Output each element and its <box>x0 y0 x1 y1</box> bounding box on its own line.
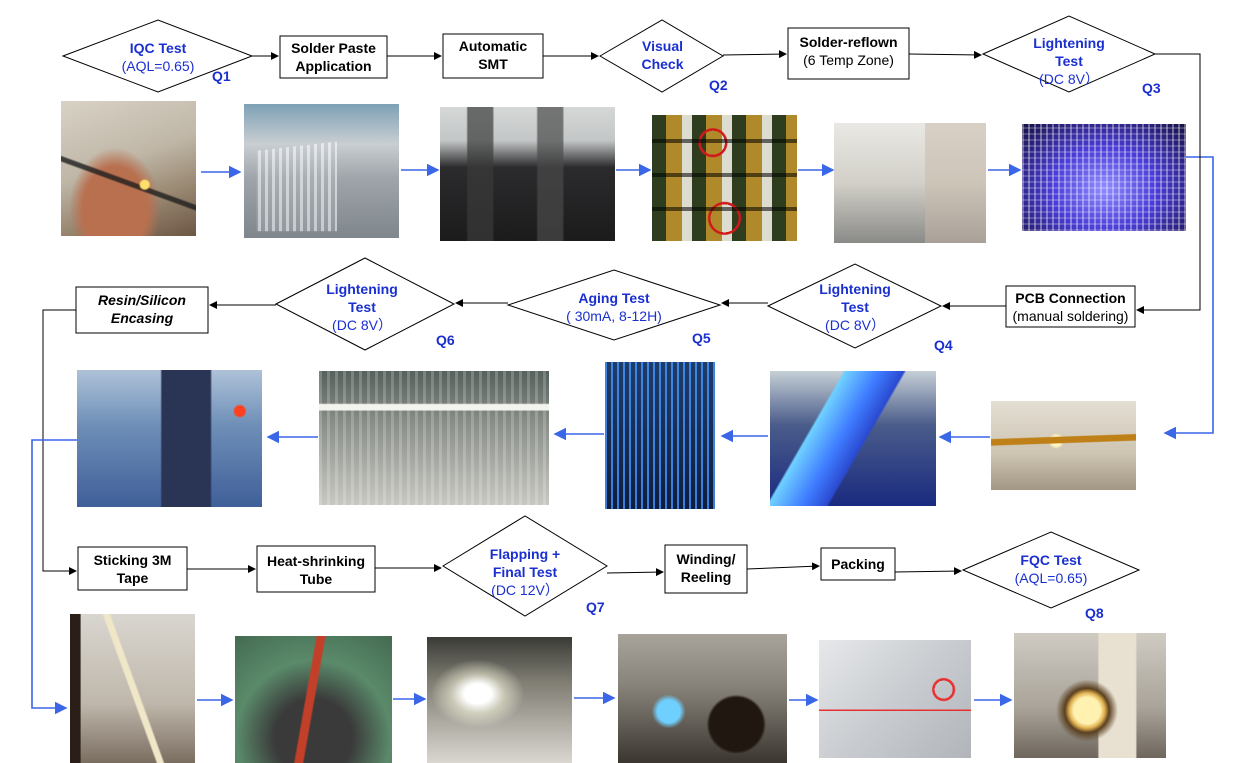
q4-label: Q4 <box>934 337 953 353</box>
photo-manual-soldering <box>991 401 1136 490</box>
label-pcb: PCB Connection (manual soldering) <box>1006 289 1135 325</box>
q2-label: Q2 <box>709 77 728 93</box>
tape-l2: Tape <box>116 570 149 586</box>
iqc-title: IQC Test <box>129 40 187 56</box>
light4-l2: Test <box>841 299 869 315</box>
photo-solder-paste-machine <box>244 104 399 238</box>
light3-l2: Test <box>1055 53 1083 69</box>
photo-lightening-strips <box>770 371 936 506</box>
wind-l1: Winding/ <box>676 551 736 567</box>
resin-l1: Resin/Silicon <box>98 292 186 308</box>
heat-l2: Tube <box>299 571 333 587</box>
photo-heat-shrink <box>235 636 392 763</box>
label-smt: Automatic SMT <box>443 37 543 73</box>
solder-paste-l2: Application <box>295 58 372 74</box>
light6-l1: Lightening <box>326 281 398 297</box>
diamond-flap <box>442 515 608 617</box>
pack-l1: Packing <box>831 556 885 572</box>
photo-encasing-machine <box>77 370 262 507</box>
box-tape <box>77 546 188 591</box>
flap-l3: (DC 12V） <box>491 582 559 598</box>
label-solder-paste: Solder Paste Application <box>280 39 387 75</box>
light3-l3: (DC 8V） <box>1039 71 1099 87</box>
diamond-fqc <box>961 531 1141 609</box>
box-pcb <box>1005 285 1136 328</box>
diamond-visual <box>599 19 724 93</box>
photo-reflow-oven <box>834 123 986 243</box>
photo-aging-rack <box>605 362 715 509</box>
wind-l2: Reeling <box>680 569 732 585</box>
aging-l1: Aging Test <box>578 290 650 306</box>
label-resin: Resin/Silicon Encasing <box>76 291 208 327</box>
photo-tape-sticking <box>70 614 195 763</box>
label-light4: Lightening Test (DC 8V） <box>800 280 910 334</box>
q8-label: Q8 <box>1085 605 1104 621</box>
label-reflow: Solder-reflown (6 Temp Zone) <box>788 33 909 69</box>
box-smt <box>442 33 544 79</box>
label-iqc: IQC Test (AQL=0.65) <box>103 39 213 75</box>
resin-l2: Encasing <box>110 310 174 326</box>
diamond-aging <box>506 269 722 341</box>
visual-l1: Visual <box>642 38 683 54</box>
photo-reeling <box>618 634 787 763</box>
label-aging: Aging Test ( 30mA, 8-12H) <box>544 289 684 325</box>
label-visual: Visual Check <box>615 37 710 73</box>
smt-l1: Automatic <box>458 38 528 54</box>
box-resin <box>75 286 209 334</box>
aging-l2: ( 30mA, 8-12H) <box>566 308 662 324</box>
smt-l2: SMT <box>478 56 508 72</box>
flap-l1: Flapping + <box>489 546 561 562</box>
q6-label: Q6 <box>436 332 455 348</box>
iqc-sub: (AQL=0.65) <box>121 58 195 74</box>
label-light6: Lightening Test (DC 8V） <box>307 280 417 334</box>
q1-label: Q1 <box>212 68 231 84</box>
solder-paste-l1: Solder Paste <box>291 40 376 56</box>
photo-smt-machine <box>440 107 615 241</box>
fqc-l2: (AQL=0.65) <box>1014 570 1088 586</box>
label-light3: Lightening Test (DC 8V） <box>1014 34 1124 88</box>
q3-label: Q3 <box>1142 80 1161 96</box>
box-heat <box>256 545 376 593</box>
fqc-l1: FQC Test <box>1020 552 1082 568</box>
light6-l3: (DC 8V） <box>332 317 392 333</box>
photo-packing-bag <box>819 640 971 758</box>
reflow-l1: Solder-reflown <box>799 34 898 50</box>
label-wind: Winding/ Reeling <box>665 550 747 586</box>
label-fqc: FQC Test (AQL=0.65) <box>996 551 1106 587</box>
heat-l1: Heat-shrinking <box>266 553 365 569</box>
label-pack: Packing <box>821 555 895 573</box>
pcb-l2: (manual soldering) <box>1012 308 1129 324</box>
photo-iqc-probing <box>61 101 196 236</box>
light6-l2: Test <box>348 299 376 315</box>
label-flap: Flapping + Final Test (DC 12V） <box>470 545 580 599</box>
photo-final-test <box>427 637 572 763</box>
box-pack <box>820 547 896 581</box>
pcb-l1: PCB Connection <box>1015 290 1126 306</box>
photo-lightening-bench <box>319 371 549 505</box>
box-solder-paste <box>279 35 388 79</box>
q7-label: Q7 <box>586 599 605 615</box>
photo-visual-check-closeup <box>652 115 797 241</box>
photo-lightening-blue-panel <box>1022 124 1186 231</box>
label-heat: Heat-shrinking Tube <box>257 552 375 588</box>
q5-label: Q5 <box>692 330 711 346</box>
label-tape: Sticking 3M Tape <box>78 551 187 587</box>
photo-fqc-test <box>1014 633 1166 758</box>
light4-l3: (DC 8V） <box>825 317 885 333</box>
reflow-l2: (6 Temp Zone) <box>803 52 894 68</box>
box-reflow <box>787 27 910 80</box>
visual-l2: Check <box>641 56 684 72</box>
flap-l2: Final Test <box>492 564 558 580</box>
tape-l1: Sticking 3M <box>93 552 172 568</box>
light3-l1: Lightening <box>1033 35 1105 51</box>
light4-l1: Lightening <box>819 281 891 297</box>
diamond-light6 <box>274 257 456 351</box>
diamond-light4 <box>766 263 943 349</box>
